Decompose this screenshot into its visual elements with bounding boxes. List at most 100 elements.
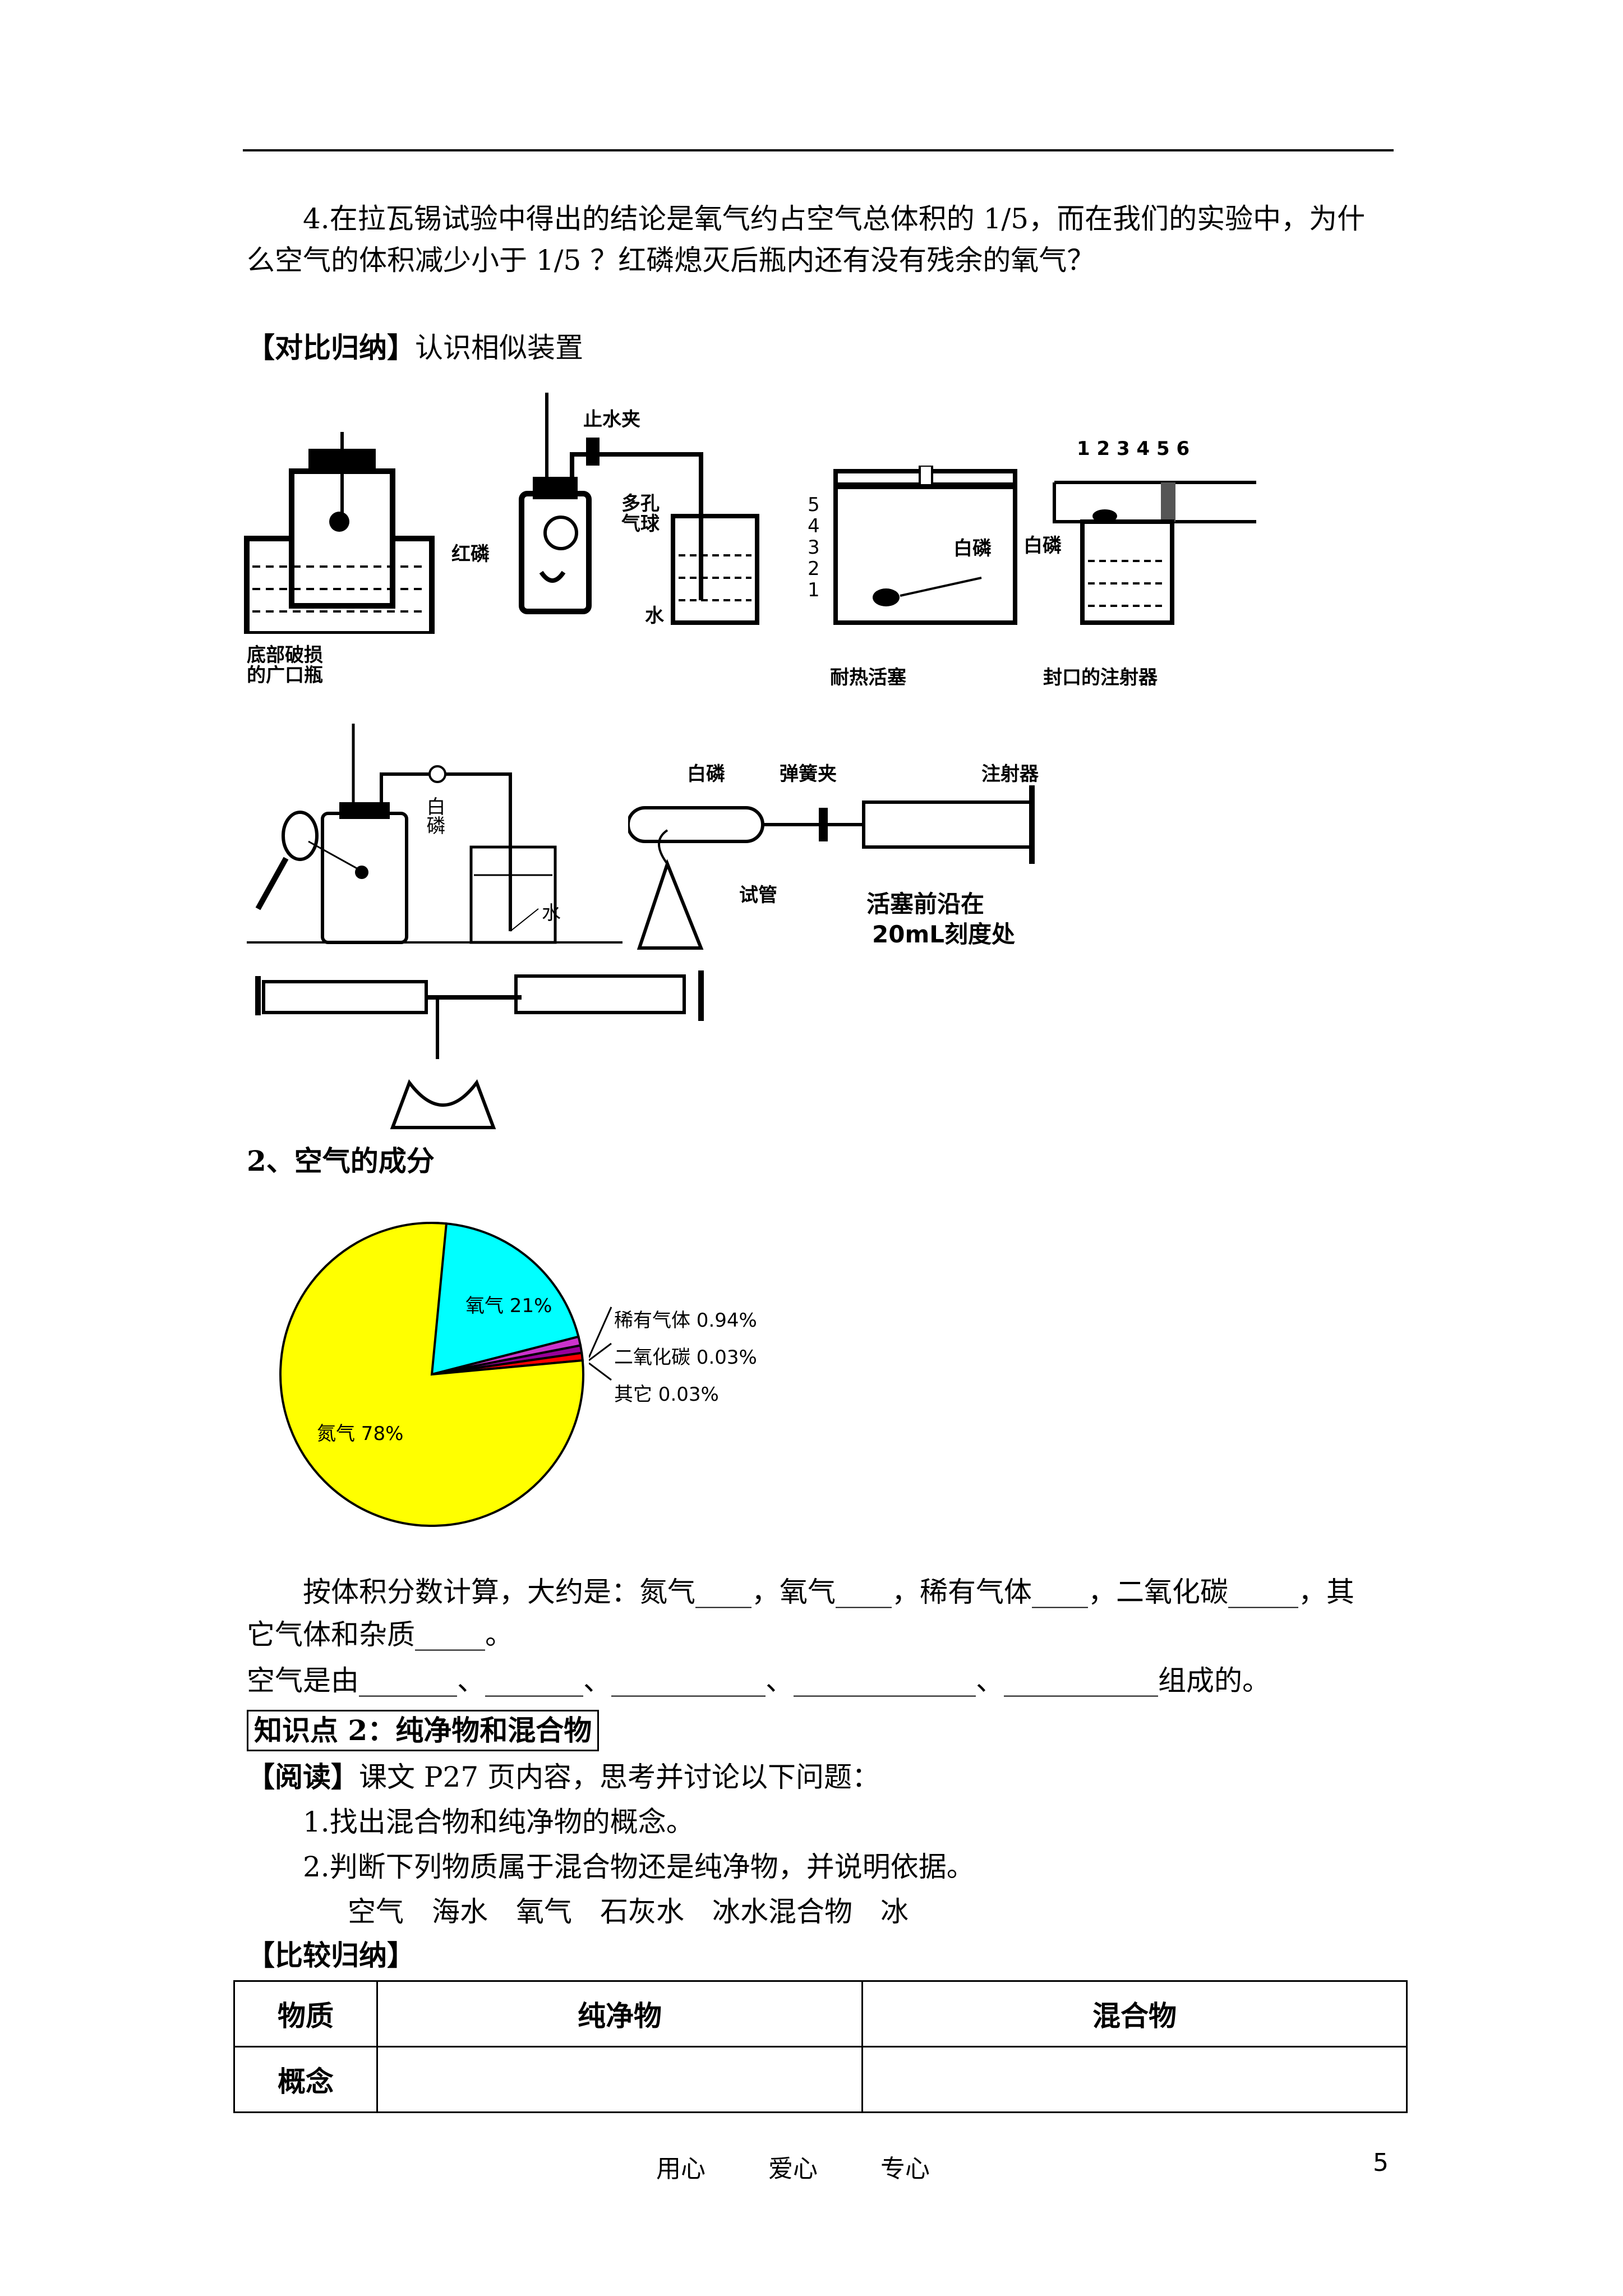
section-2-title: 2、空气的成分 bbox=[247, 1144, 435, 1177]
pie-leader-lines bbox=[589, 1306, 612, 1381]
d6-note-line2: 20mL刻度处 bbox=[872, 921, 1015, 948]
lamp bbox=[390, 1079, 496, 1129]
d3-scale-3: 3 bbox=[808, 536, 820, 559]
diagram-balloon-bottle bbox=[519, 393, 759, 625]
d4-whitep-label: 白磷 bbox=[1023, 535, 1062, 557]
d3-caption: 耐热活塞 bbox=[830, 666, 906, 689]
right-syringe bbox=[514, 974, 686, 1014]
footer-motto-2: 爱心 bbox=[768, 2155, 818, 2183]
d4-scale: 1 2 3 4 5 6 bbox=[1077, 438, 1190, 460]
spoon bbox=[539, 570, 566, 583]
syringe bbox=[862, 800, 1034, 849]
reading-item-1: 1.找出混合物和纯净物的概念。 bbox=[303, 1806, 694, 1838]
pie-label-co2: 二氧化碳 0.03% bbox=[614, 1346, 757, 1369]
substance-list: 空气 海水 氧气 石灰水 冰水混合物 冰 bbox=[348, 1895, 909, 1928]
diagram-sealed-syringe bbox=[1053, 481, 1256, 625]
knowledge-point-2-title: 知识点 2：纯净物和混合物 bbox=[247, 1710, 600, 1751]
beaker-water bbox=[679, 554, 751, 601]
clip bbox=[428, 765, 446, 783]
d5-water-label: 水 bbox=[542, 902, 561, 924]
piston-rod bbox=[919, 466, 933, 486]
air-composition-pie bbox=[279, 1221, 584, 1527]
leader-rare-gas bbox=[589, 1306, 612, 1358]
row-concept-label: 概念 bbox=[233, 2046, 378, 2113]
d6-note-line1: 活塞前沿在 bbox=[866, 890, 985, 918]
spring-clip bbox=[819, 808, 828, 841]
table-header-row: 物质 纯净物 混合物 bbox=[233, 1980, 1408, 2047]
fill-line-1: 按体积分数计算，大约是：氮气____，氧气____，稀有气体____，二氧化碳_… bbox=[303, 1576, 1354, 1608]
d2-porous-label2: 气球 bbox=[621, 513, 660, 535]
pie-label-rare-gas: 稀有气体 0.94% bbox=[614, 1309, 757, 1332]
question-4-line-2: 么空气的体积减少小于 1/5 ？红磷熄灭后瓶内还有没有残余的氧气？ bbox=[247, 244, 1095, 277]
page-number: 5 bbox=[1373, 2148, 1389, 2177]
d3-scale-1: 1 bbox=[808, 579, 820, 601]
phosphorus bbox=[355, 866, 368, 879]
d2-water-label: 水 bbox=[645, 605, 664, 627]
plunger bbox=[1161, 482, 1175, 522]
flame bbox=[658, 829, 668, 865]
lamp bbox=[637, 859, 704, 950]
d6-whitep-label: 白磷 bbox=[687, 763, 725, 785]
beaker bbox=[1080, 519, 1174, 625]
pie-label-other: 其它 0.03% bbox=[614, 1383, 719, 1406]
balloon bbox=[543, 516, 578, 550]
test-tube bbox=[628, 806, 764, 843]
diagram-lens-bottle bbox=[247, 724, 623, 944]
tube bbox=[570, 452, 703, 600]
d2-clip-label: 止水夹 bbox=[583, 408, 640, 431]
d6-clip-label: 弹簧夹 bbox=[780, 763, 837, 785]
pie-label-oxygen: 氧气 21% bbox=[465, 1295, 552, 1317]
fill-line-3: 空气是由_______、_______、___________、________… bbox=[247, 1664, 1270, 1697]
beaker bbox=[671, 514, 759, 625]
pie-slice bbox=[279, 1222, 584, 1527]
bottle bbox=[519, 491, 592, 614]
summary-title: 【比较归纳】 bbox=[247, 1939, 415, 1972]
diagram-tube-syringe bbox=[628, 785, 1035, 950]
water-dashes bbox=[252, 565, 426, 613]
diagram-two-syringes bbox=[255, 970, 704, 1129]
d3-scale-5: 5 bbox=[808, 494, 820, 516]
footer-motto-3: 专心 bbox=[880, 2155, 930, 2183]
diagram-piston bbox=[833, 466, 1017, 625]
d2-porous-label1: 多孔 bbox=[621, 493, 660, 515]
d5-whitep-label: 白磷 bbox=[423, 797, 445, 835]
clip-mark bbox=[586, 438, 600, 466]
reading-heading: 【阅读】课文 P27 页内容，思考并讨论以下问题： bbox=[247, 1760, 880, 1794]
compare-text: 认识相似装置 bbox=[415, 332, 583, 364]
pointer bbox=[900, 577, 982, 597]
d6-tube-label: 试管 bbox=[739, 884, 777, 907]
compare-heading: 【对比归纳】认识相似装置 bbox=[247, 331, 583, 365]
leader-other bbox=[589, 1362, 612, 1381]
table-row: 概念 bbox=[233, 2046, 1408, 2113]
diagram-wide-mouth-bottle bbox=[244, 432, 435, 634]
reading-item-2: 2.判断下列物质属于混合物还是纯净物，并说明依据。 bbox=[303, 1851, 975, 1883]
water-pointer bbox=[510, 908, 539, 932]
d3-whitep-label: 白磷 bbox=[953, 537, 992, 560]
row-concept-mixture bbox=[861, 2046, 1408, 2113]
phosphorus bbox=[873, 588, 900, 606]
question-4-line-1: 4.在拉瓦锡试验中得出的结论是氧气约占空气总体积的 1/5，而在我们的实验中，为… bbox=[303, 203, 1366, 235]
phosphorus bbox=[329, 512, 349, 532]
reading-bracket: 【阅读】 bbox=[247, 1760, 359, 1793]
beaker bbox=[469, 845, 557, 944]
light-ray bbox=[308, 840, 359, 871]
comparison-table: 物质 纯净物 混合物 概念 bbox=[233, 1980, 1408, 2113]
compare-bracket: 【对比归纳】 bbox=[247, 331, 415, 364]
header-mixture: 混合物 bbox=[861, 1980, 1408, 2047]
d3-scale-2: 2 bbox=[808, 558, 820, 580]
d2-redp-label: 红磷 bbox=[451, 543, 490, 565]
left-syringe bbox=[262, 980, 428, 1014]
footer-motto-1: 用心 bbox=[656, 2155, 706, 2183]
syringe-left bbox=[1053, 482, 1082, 523]
header-pure: 纯净物 bbox=[376, 1980, 863, 2047]
reading-text: 课文 P27 页内容，思考并讨论以下问题： bbox=[359, 1761, 880, 1793]
d4-caption: 封口的注射器 bbox=[1043, 666, 1158, 689]
leader-co2 bbox=[589, 1342, 612, 1361]
lens-handle bbox=[255, 857, 289, 910]
lens bbox=[282, 811, 319, 861]
fill-line-2: 它气体和杂质_____。 bbox=[247, 1618, 513, 1651]
d1-caption-line1: 底部破损 bbox=[247, 644, 323, 666]
pie-label-nitrogen: 氮气 78% bbox=[317, 1423, 404, 1445]
d3-scale-4: 4 bbox=[808, 515, 820, 537]
row-concept-pure bbox=[376, 2046, 863, 2113]
